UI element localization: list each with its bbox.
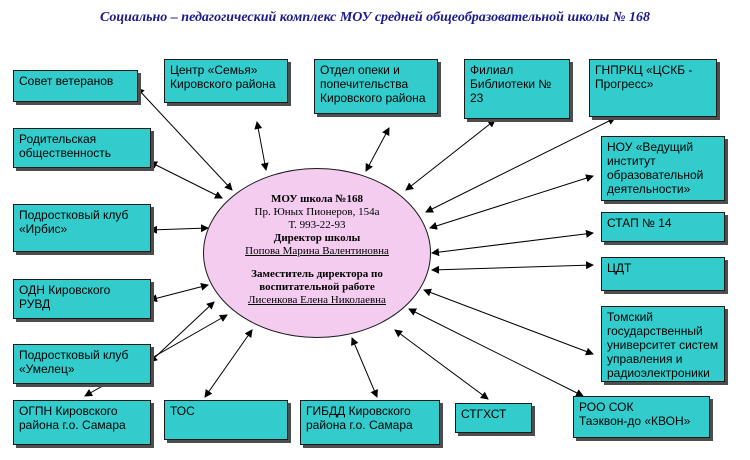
- partner-box-gnprkc: ГНПРКЦ «ЦСКБ - Прогресс»: [589, 59, 717, 117]
- connector-veterans: [136, 87, 233, 191]
- partner-box-umelets: Подростковый клуб «Умелец»: [13, 344, 151, 384]
- connector-cdt: [431, 261, 594, 274]
- connector-semya: [254, 121, 269, 171]
- partner-box-stap: СТАП № 14: [601, 212, 725, 242]
- partner-box-odn: ОДН Кировского РУВД: [13, 279, 151, 319]
- partner-box-tos: ТОС: [164, 400, 288, 440]
- connector-nou: [429, 174, 594, 230]
- deputy-role-line-1: Заместитель директора по: [251, 268, 383, 280]
- connector-gibdd: [351, 337, 378, 398]
- partner-box-library: Филиал Библиотеки № 23: [464, 59, 570, 119]
- school-phone: Т. 993-22-93: [288, 219, 346, 231]
- school-name: МОУ школа №168: [271, 193, 363, 205]
- partner-box-irbis: Подростковый клуб «Ирбис»: [13, 204, 151, 252]
- partner-box-veterans: Совет ветеранов: [13, 70, 138, 102]
- partner-box-semya: Центр «Семья» Кировского района: [164, 59, 288, 103]
- partner-box-stghst: СТГХСТ: [455, 403, 532, 433]
- partner-box-cdt: ЦДТ: [601, 257, 725, 291]
- partner-box-nou: НОУ «Ведущий институт образовательной де…: [601, 136, 725, 201]
- partner-box-tomsk: Томский государственный университет сист…: [601, 306, 725, 382]
- connector-stap: [431, 229, 594, 257]
- diagram-title: Социально – педагогический комплекс МОУ …: [99, 10, 651, 25]
- deputy-role-line-2: воспитательной работе: [259, 281, 375, 293]
- connector-tomsk: [423, 288, 594, 356]
- connector-gnprkc: [425, 117, 616, 213]
- connector-library: [405, 119, 496, 191]
- connector-irbis: [149, 224, 209, 234]
- connector-tos: [204, 329, 253, 398]
- connector-opeka: [365, 127, 390, 172]
- connector-roo: [408, 308, 584, 397]
- deputy-name: Лисенкова Елена Николаевна: [248, 294, 386, 306]
- connector-stghst: [394, 329, 489, 400]
- partner-box-ogpn: ОГПН Кировского района г.о. Самара: [13, 400, 151, 445]
- director-name: Попова Марина Валентиновна: [245, 245, 389, 257]
- partner-box-parents: Родительская общественность: [13, 128, 151, 168]
- school-address: Пр. Юных Пионеров, 154а: [254, 206, 380, 218]
- director-role: Директор школы: [273, 232, 361, 244]
- partner-box-gibdd: ГИБДД Кировского района г.о. Самара: [300, 400, 440, 445]
- connector-parents: [149, 161, 223, 199]
- partner-box-roo: РОО СОК Таэквон-до «КВОН»: [573, 396, 710, 438]
- school-center-ellipse: МОУ школа №168 Пр. Юных Пионеров, 154а Т…: [203, 168, 431, 338]
- partner-box-opeka: Отдел опеки и попечительства Кировского …: [314, 59, 438, 114]
- connector-odn: [149, 282, 209, 303]
